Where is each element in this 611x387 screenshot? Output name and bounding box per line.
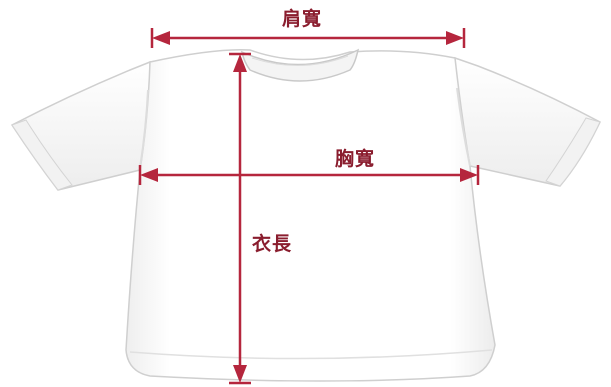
hem-line bbox=[129, 349, 493, 360]
left-sleeve-cuff bbox=[11, 119, 73, 191]
collar-inner bbox=[251, 55, 349, 66]
chest-left-arrowhead bbox=[140, 168, 158, 182]
shirt-body bbox=[125, 49, 496, 382]
tshirt bbox=[10, 48, 601, 382]
right-fold bbox=[456, 87, 471, 167]
right-sleeve-cuff bbox=[545, 117, 601, 187]
chest-right-arrowhead bbox=[460, 168, 478, 182]
body-length-label: 衣長 bbox=[252, 232, 292, 255]
shoulder-left-arrowhead bbox=[152, 31, 170, 45]
chest-width-label: 胸寬 bbox=[335, 147, 375, 170]
length-top-arrowhead bbox=[233, 54, 247, 72]
left-fold bbox=[139, 89, 149, 169]
length-bottom-arrowhead bbox=[233, 365, 247, 383]
measurement-lines bbox=[138, 28, 480, 385]
shoulder-right-arrowhead bbox=[446, 31, 464, 45]
shoulder-width-label: 肩寬 bbox=[282, 7, 322, 30]
